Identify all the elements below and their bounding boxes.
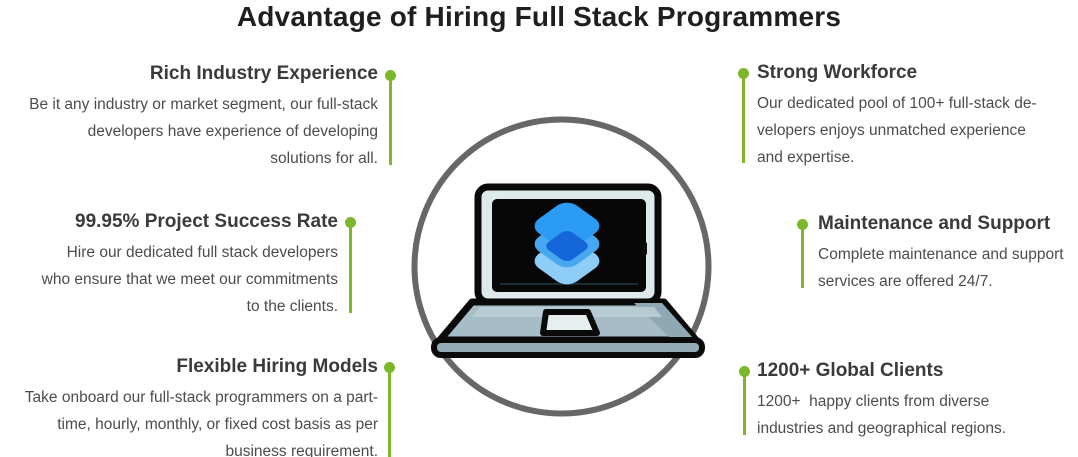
connector-line: [388, 367, 391, 457]
feature-body: Take onboard our full-stack programmers …: [24, 389, 378, 457]
feature-block-flexible-hiring-models: Flexible Hiring Models Take onboard our …: [0, 355, 378, 457]
feature-block-global-clients: 1200+ Global Clients 1200+ happy clients…: [757, 359, 1078, 442]
feature-block-maintenance-and-support: Maintenance and Support Complete mainten…: [818, 212, 1078, 295]
connector-line: [349, 222, 352, 313]
feature-block-strong-workforce: Strong Workforce Our dedicated pool of 1…: [757, 61, 1078, 171]
laptop-illustration: [411, 116, 712, 417]
connector-line: [743, 371, 746, 435]
feature-heading: 1200+ Global Clients: [757, 360, 944, 381]
page-title: Advantage of Hiring Full Stack Programme…: [236, 1, 842, 32]
feature-body: Our dedicated pool of 100+ full-stack de…: [757, 95, 1037, 166]
layer-stack-logo-icon: [534, 202, 600, 285]
laptop-base: [431, 298, 705, 358]
feature-heading: Maintenance and Support: [818, 213, 1051, 234]
feature-block-project-success-rate: 99.95% Project Success Rate Hire our ded…: [0, 210, 338, 320]
feature-body: 1200+ happy clients from diverse industr…: [757, 393, 1007, 437]
feature-body: Complete maintenance and support service…: [818, 246, 1064, 290]
connector-line: [801, 224, 804, 288]
connector-line: [389, 75, 392, 165]
feature-heading: Flexible Hiring Models: [176, 356, 378, 377]
feature-heading: 99.95% Project Success Rate: [75, 211, 338, 232]
feature-body: Hire our dedicated full stack developers…: [41, 244, 338, 315]
feature-heading: Rich Industry Experience: [149, 63, 378, 84]
feature-body: Be it any industry or market segment, ou…: [29, 96, 378, 167]
feature-block-rich-industry-experience: Rich Industry Experience Be it any indus…: [0, 62, 378, 172]
feature-heading: Strong Workforce: [757, 62, 918, 83]
connector-line: [742, 73, 745, 163]
